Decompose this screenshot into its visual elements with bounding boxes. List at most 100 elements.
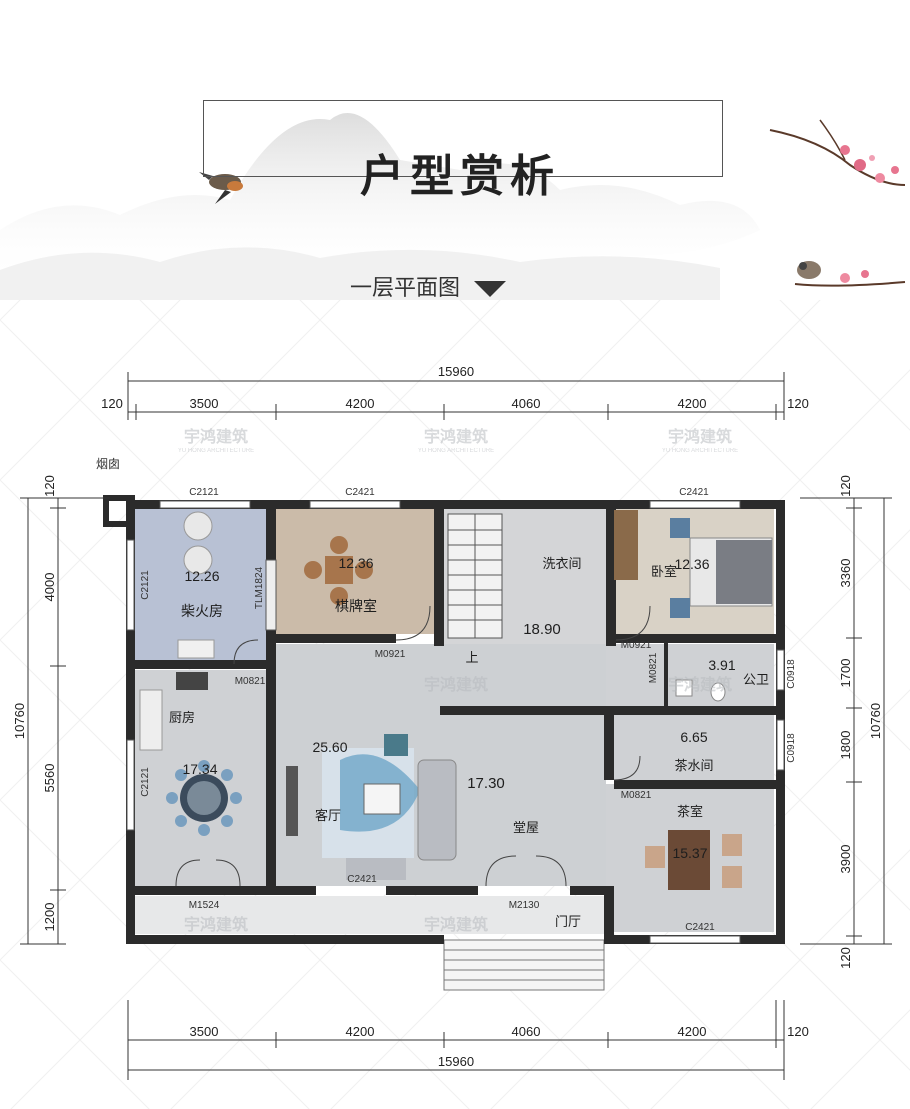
dim-right-0: 120 — [838, 475, 853, 497]
title-frame-top — [203, 100, 723, 101]
dim-right-3: 1800 — [838, 731, 853, 760]
door-m1524: M1524 — [189, 900, 220, 911]
area-hall: 17.30 — [467, 775, 505, 792]
window-c2121-left-a: C2121 — [140, 570, 151, 600]
name-toilet: 公卫 — [743, 672, 769, 687]
dim-bottom-0: 3500 — [190, 1024, 219, 1039]
area-tea: 15.37 — [672, 845, 707, 861]
name-chess: 棋牌室 — [335, 598, 377, 614]
area-chess: 12.36 — [338, 555, 373, 571]
arrow-down-icon — [474, 281, 507, 297]
watermark-en-1: YU HONG ARCHITECTURE — [178, 448, 254, 454]
dim-top-0: 120 — [101, 396, 123, 411]
watermark-3: 宇鸿建筑 — [668, 427, 732, 446]
name-entry: 门厅 — [555, 914, 581, 929]
bird-icon — [199, 172, 243, 204]
window-c2421-top-a: C2421 — [345, 487, 375, 498]
door-m2130: M2130 — [509, 900, 540, 911]
name-laundry: 洗衣间 — [542, 556, 581, 571]
door-m0921-b: M0921 — [621, 640, 652, 651]
dim-right-1: 3360 — [838, 559, 853, 588]
name-tea: 茶室 — [677, 804, 703, 819]
plan-subtitle: 一层平面图 — [350, 270, 570, 302]
area-living: 25.60 — [312, 739, 347, 755]
window-c2121-left-b: C2121 — [140, 767, 151, 797]
watermark-en-3: YU HONG ARCHITECTURE — [662, 448, 738, 454]
dim-right-5: 120 — [838, 947, 853, 969]
area-kitchen: 17.34 — [182, 761, 217, 777]
name-bedroom: 卧室 — [651, 564, 677, 579]
toilet-icon — [675, 679, 726, 702]
dim-right-4: 3900 — [838, 845, 853, 874]
area-bedroom: 12.36 — [674, 556, 709, 572]
window-c2421-tea: C2421 — [685, 922, 715, 933]
tea-table-icon — [645, 830, 742, 890]
name-living: 客厅 — [315, 808, 341, 823]
walls — [103, 495, 785, 944]
furniture — [139, 510, 773, 890]
watermark-4: 宇鸿建筑 — [424, 675, 488, 694]
door-m0921-a: M0921 — [375, 649, 406, 660]
title-frame — [203, 100, 723, 177]
windows — [126, 500, 785, 944]
name-hall: 堂屋 — [513, 820, 539, 835]
dim-left-total: 10760 — [12, 703, 27, 739]
floor-pantry — [614, 714, 774, 784]
bird-right-icon — [794, 261, 906, 287]
floor-porch — [134, 896, 606, 934]
mahjong-table-icon — [304, 536, 373, 605]
dim-left-0: 120 — [42, 475, 57, 497]
bed-icon — [614, 510, 773, 618]
sofa-icon — [286, 734, 457, 880]
dim-top-3: 4060 — [512, 396, 541, 411]
doors — [175, 605, 651, 887]
dim-bottom-3: 4200 — [678, 1024, 707, 1039]
chimney-label: 烟囱 — [96, 457, 120, 471]
page-title: 户型赏析 — [360, 151, 560, 202]
name-kitchen: 厨房 — [169, 710, 195, 725]
dim-right-2: 1700 — [838, 659, 853, 688]
watermark-en-2: YU HONG ARCHITECTURE — [418, 448, 494, 454]
door-tlm1824: TLM1824 — [254, 566, 265, 609]
dim-bottom-1: 4200 — [346, 1024, 375, 1039]
window-c0918-b: C0918 — [786, 733, 797, 763]
dim-bottom-2: 4060 — [512, 1024, 541, 1039]
window-c2421-top-b: C2421 — [679, 487, 709, 498]
plum-blossom-icon — [769, 119, 906, 186]
watermark-2: 宇鸿建筑 — [424, 427, 488, 446]
dim-total-bottom: 15960 — [438, 1054, 474, 1069]
front-steps — [443, 939, 605, 991]
dim-top-4: 4200 — [678, 396, 707, 411]
area-pantry: 6.65 — [680, 729, 707, 745]
watermark-7: 宇鸿建筑 — [668, 675, 732, 694]
door-m0821-c: M0821 — [621, 790, 652, 801]
window-c2121-top: C2121 — [189, 487, 219, 498]
name-pantry: 茶水间 — [674, 758, 713, 773]
area-toilet: 3.91 — [708, 657, 735, 673]
name-woodshed: 柴火房 — [181, 603, 223, 619]
dim-left-3: 1200 — [42, 903, 57, 932]
plan-subtitle-text: 一层平面图 — [350, 276, 461, 301]
door-m0821-a: M0821 — [235, 676, 266, 687]
stairs — [447, 513, 503, 639]
watermark-6: 宇鸿建筑 — [184, 915, 248, 934]
area-stair: 18.90 — [523, 621, 561, 638]
dim-top-2: 4200 — [346, 396, 375, 411]
watermark-5: 宇鸿建筑 — [424, 915, 488, 934]
dim-right-total: 10760 — [868, 703, 883, 739]
dim-left-1: 4000 — [42, 573, 57, 602]
area-woodshed: 12.26 — [184, 568, 219, 584]
dimension-lines — [20, 372, 892, 1080]
dim-left-2: 5560 — [42, 764, 57, 793]
window-c0918-a: C0918 — [786, 659, 797, 689]
dim-bottom-4: 120 — [787, 1024, 809, 1039]
stair-up-label: 上 — [465, 650, 478, 665]
dim-top-1: 3500 — [190, 396, 219, 411]
dim-total-top: 15960 — [438, 364, 474, 379]
window-c2421-living: C2421 — [347, 874, 377, 885]
mountain-shape — [0, 113, 760, 284]
dining-table-icon — [166, 760, 242, 836]
